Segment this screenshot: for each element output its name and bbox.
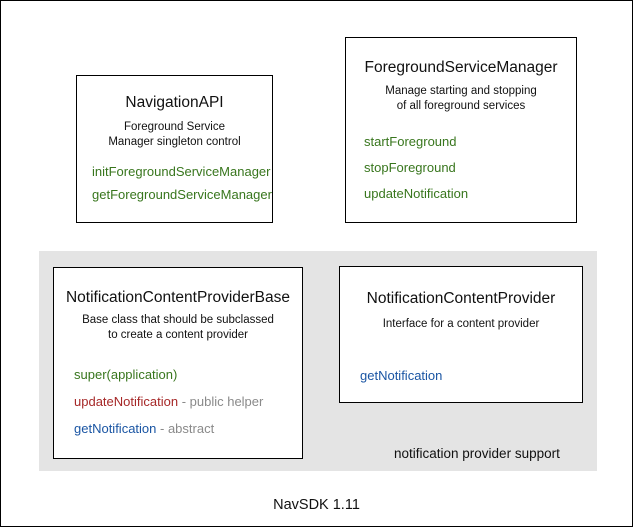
- description-line: Manager singleton control: [108, 136, 241, 148]
- class-box-notification-content-provider: NotificationContentProvider Interface fo…: [339, 266, 583, 403]
- description-line: Foreground Service: [124, 121, 225, 133]
- method-suffix: - abstract: [156, 421, 215, 436]
- method-label: getNotification: [360, 368, 443, 383]
- method-start-foreground: startForeground: [364, 134, 576, 149]
- class-description: Interface for a content provider: [340, 317, 582, 332]
- method-label: initForegroundServiceManager: [92, 164, 271, 179]
- group-caption: notification provider support: [394, 446, 560, 461]
- method-label: startForeground: [364, 134, 457, 149]
- method-label: updateNotification: [74, 394, 179, 409]
- method-update-notification: updateNotification - public helper: [74, 394, 302, 409]
- method-list: getNotification: [340, 368, 582, 383]
- method-label: updateNotification: [364, 186, 469, 201]
- class-title-notification-content-provider-base: NotificationContentProviderBase: [65, 289, 290, 306]
- description-line: to create a content provider: [108, 329, 248, 341]
- class-title-notification-content-provider: NotificationContentProvider: [366, 290, 556, 307]
- class-title-foreground-service-manager: ForegroundServiceManager: [364, 59, 558, 76]
- class-box-notification-content-provider-base: NotificationContentProviderBase Base cla…: [53, 267, 303, 459]
- method-super-application: super(application): [74, 367, 302, 382]
- class-box-foreground-service-manager: ForegroundServiceManager Manage starting…: [345, 37, 577, 223]
- description-line: Base class that should be subclassed: [82, 314, 274, 326]
- method-get-foreground-service-manager: getForegroundServiceManager: [92, 187, 272, 202]
- method-get-notification: getNotification: [360, 368, 582, 383]
- class-description: Manage starting and stopping of all fore…: [346, 84, 576, 114]
- description-line: Interface for a content provider: [382, 318, 540, 330]
- class-description: Foreground Service Manager singleton con…: [77, 120, 272, 150]
- method-get-notification: getNotification - abstract: [74, 421, 302, 436]
- diagram-title: NavSDK 1.11: [273, 497, 360, 513]
- description-line: of all foreground services: [396, 100, 526, 112]
- description-line: Manage starting and stopping: [385, 85, 537, 97]
- method-list: super(application) updateNotification - …: [54, 367, 302, 436]
- method-label: getForegroundServiceManager: [92, 187, 272, 202]
- class-description: Base class that should be subclassed to …: [54, 313, 302, 343]
- method-list: startForeground stopForeground updateNot…: [346, 134, 576, 201]
- class-box-navigation-api: NavigationAPI Foreground Service Manager…: [76, 75, 273, 223]
- class-title-navigation-api: NavigationAPI: [125, 94, 224, 111]
- method-list: initForegroundServiceManager getForegrou…: [77, 164, 272, 202]
- method-label: super(application): [74, 367, 178, 382]
- method-suffix: - public helper: [178, 394, 264, 409]
- method-label: stopForeground: [364, 160, 456, 175]
- method-init-foreground-service-manager: initForegroundServiceManager: [92, 164, 272, 179]
- method-stop-foreground: stopForeground: [364, 160, 576, 175]
- method-update-notification: updateNotification: [364, 186, 576, 201]
- method-label: getNotification: [74, 421, 157, 436]
